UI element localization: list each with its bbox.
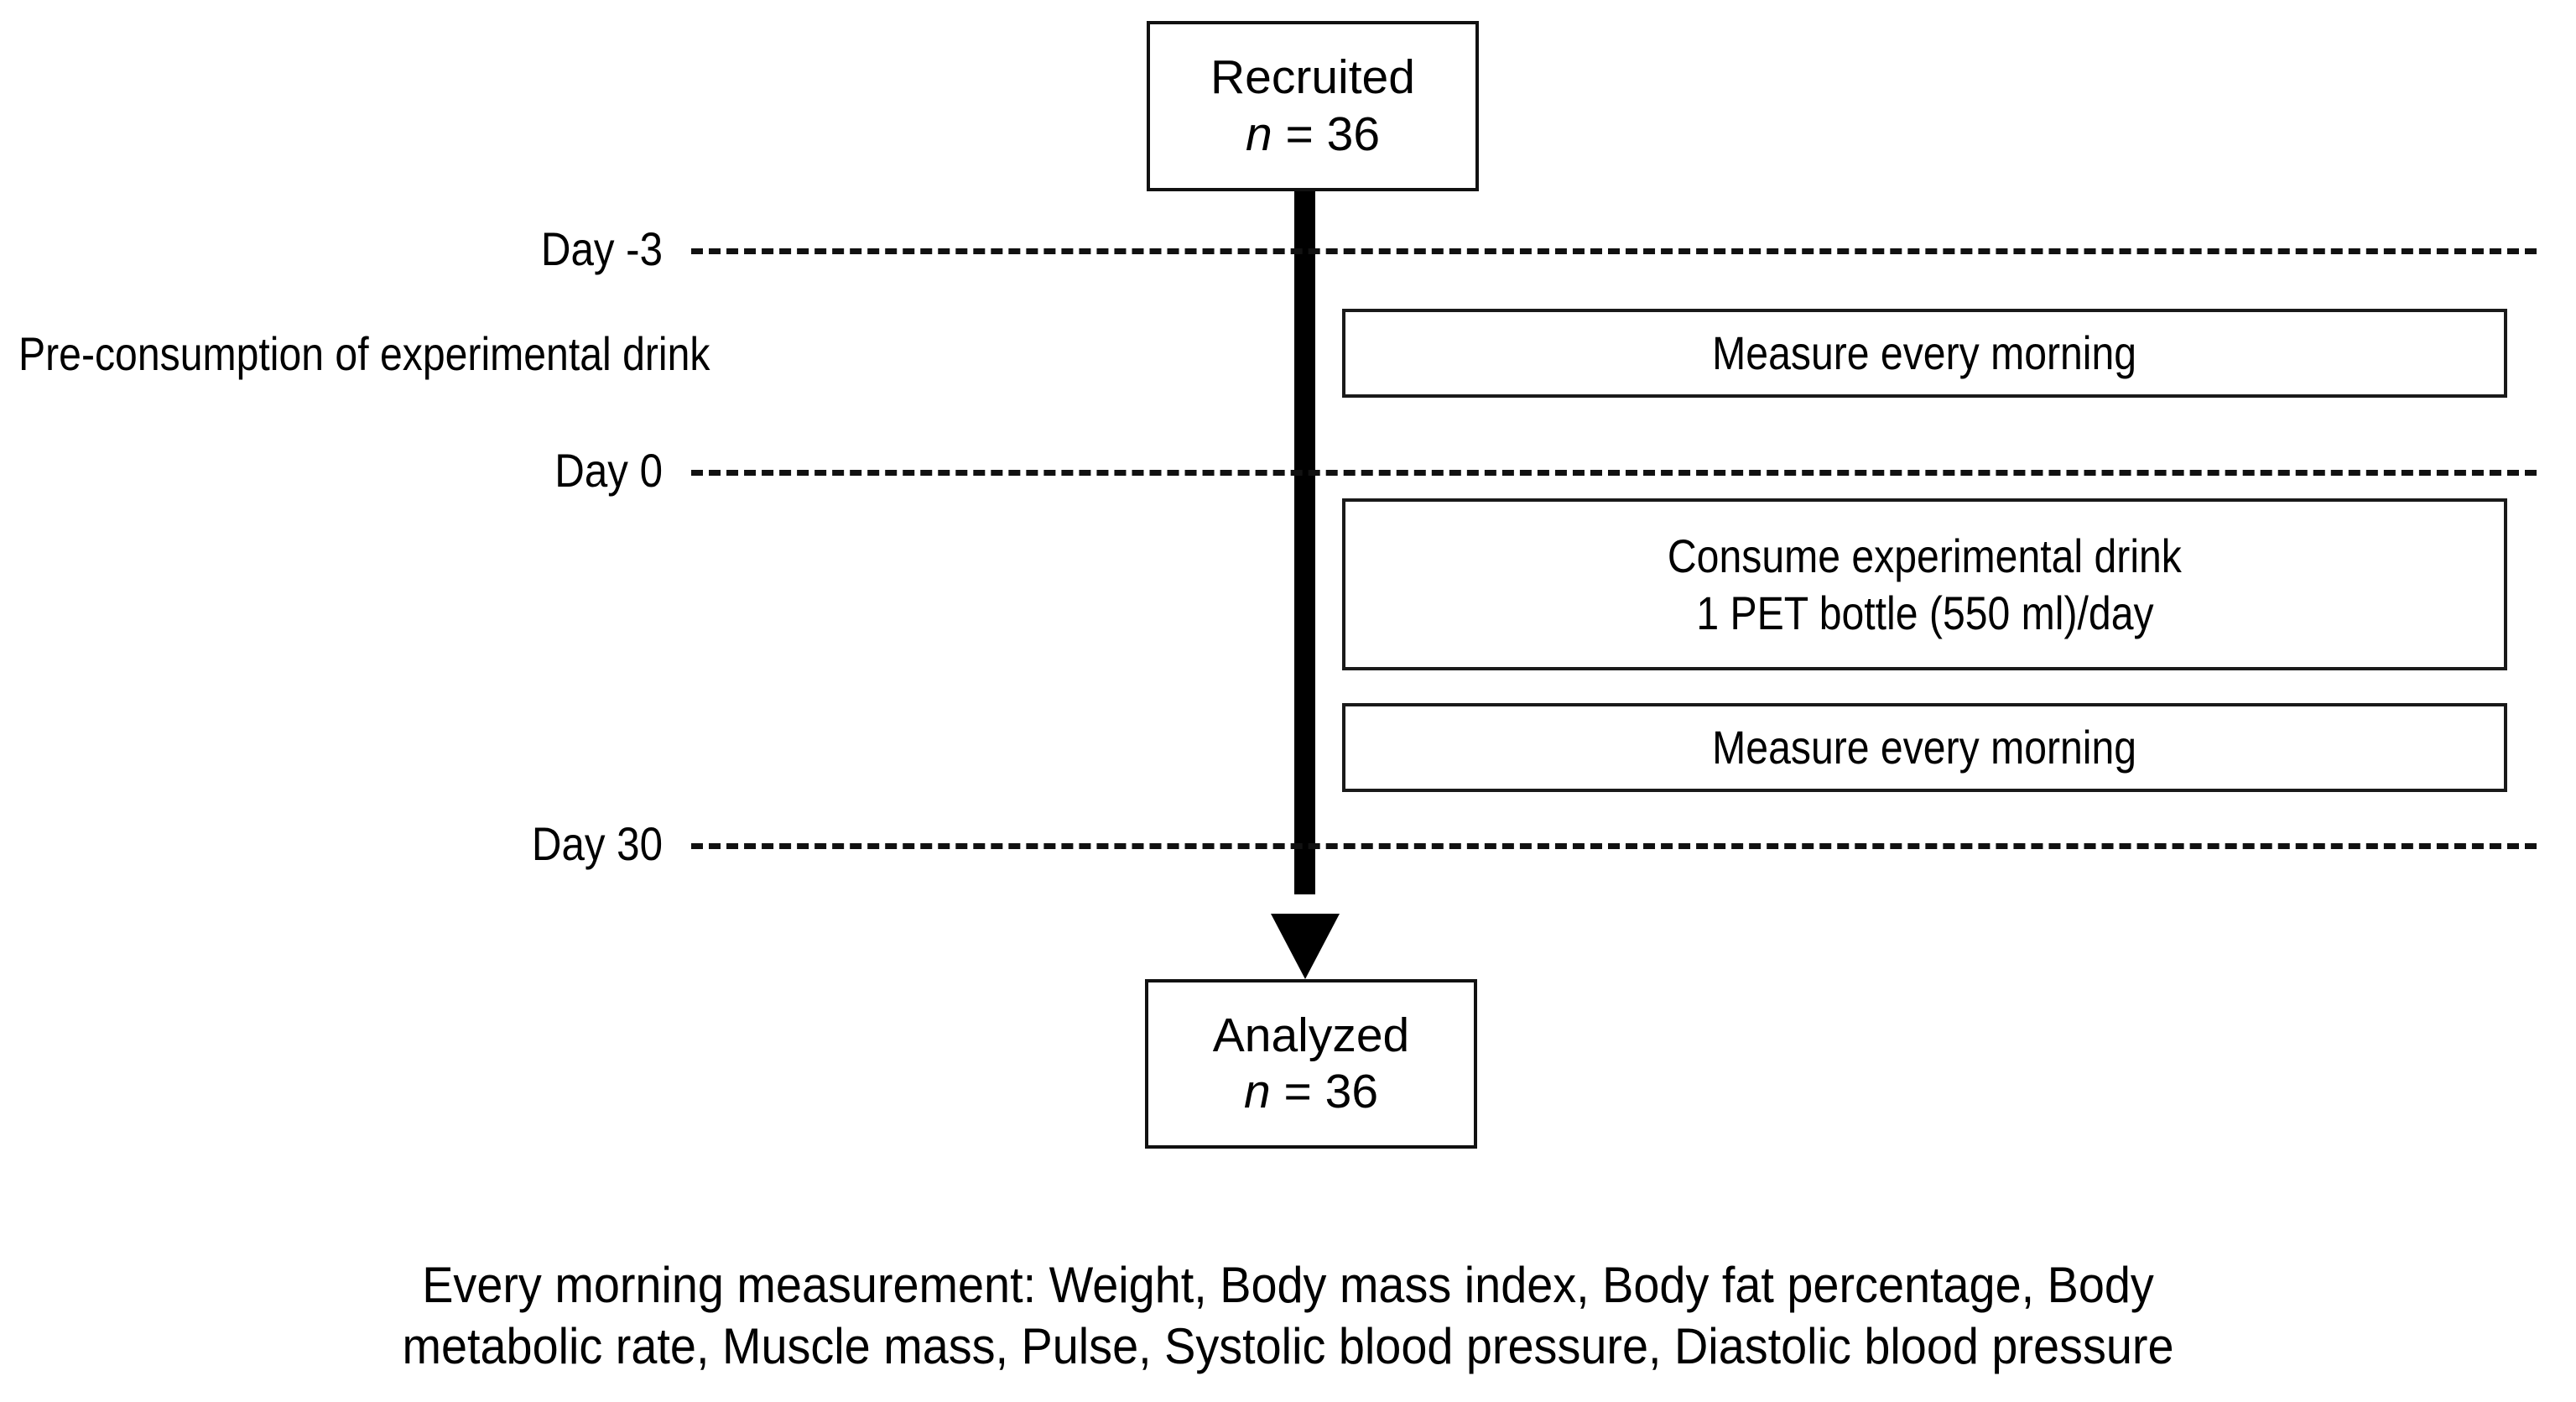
node-recruited-sample-size: n = 36 bbox=[1246, 107, 1380, 163]
phase-label-pre-consumption: Pre-consumption of experimental drink bbox=[18, 327, 710, 380]
node-analyzed-sample-size: n = 36 bbox=[1244, 1064, 1378, 1120]
timeline-marker-day-minus-3-label: Day -3 bbox=[540, 222, 663, 275]
flow-arrow-stem bbox=[1294, 191, 1315, 894]
flow-arrow-head bbox=[1271, 914, 1340, 979]
activity-box-measure-post: Measure every morning bbox=[1342, 703, 2507, 792]
n-value: = 36 bbox=[1283, 1065, 1379, 1118]
figure-caption-line-1: Every morning measurement: Weight, Body … bbox=[422, 1257, 2154, 1313]
figure-caption-line-2: metabolic rate, Muscle mass, Pulse, Syst… bbox=[402, 1318, 2174, 1375]
n-symbol: n bbox=[1245, 107, 1272, 161]
timeline-rule-day-0 bbox=[691, 470, 2537, 476]
node-recruited: Recruited n = 36 bbox=[1147, 21, 1479, 191]
node-recruited-title: Recruited bbox=[1210, 50, 1415, 105]
timeline-marker-day-0-label: Day 0 bbox=[554, 444, 663, 497]
activity-consume-line-2: 1 PET bottle (550 ml)/day bbox=[1695, 586, 2154, 639]
activity-box-measure-pre: Measure every morning bbox=[1342, 309, 2507, 398]
activity-consume-line-1: Consume experimental drink bbox=[1668, 529, 2182, 583]
activity-box-consume: Consume experimental drink 1 PET bottle … bbox=[1342, 498, 2507, 670]
node-analyzed-title: Analyzed bbox=[1212, 1008, 1410, 1062]
node-analyzed: Analyzed n = 36 bbox=[1145, 979, 1477, 1149]
n-value: = 36 bbox=[1285, 107, 1381, 161]
timeline-marker-day-30-label: Day 30 bbox=[531, 817, 663, 870]
activity-measure-pre-line-1: Measure every morning bbox=[1712, 326, 2137, 380]
activity-measure-post-line-1: Measure every morning bbox=[1712, 721, 2137, 774]
timeline-rule-day-30 bbox=[691, 843, 2537, 849]
timeline-rule-day-minus-3 bbox=[691, 248, 2537, 254]
figure-caption: Every morning measurement: Weight, Body … bbox=[90, 1254, 2485, 1377]
n-symbol: n bbox=[1243, 1065, 1271, 1118]
